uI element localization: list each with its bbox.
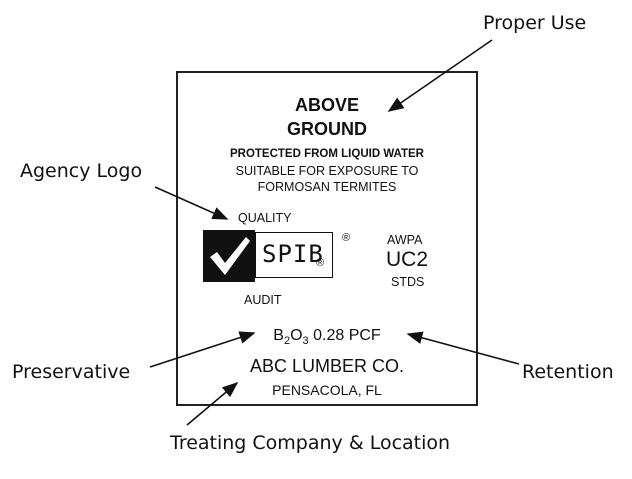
registered-mark: ®	[342, 232, 351, 244]
protected-text: PROTECTED FROM LIQUID WATER	[229, 148, 424, 160]
suitable-line-2: FORMOSAN TERMITES	[257, 180, 397, 194]
retention-value: 0.28 PCF	[308, 327, 381, 344]
audit-label: AUDIT	[244, 293, 282, 307]
preservative-retention: B2O3 0.28 PCF	[178, 327, 476, 347]
spib-registered-mark: ®	[316, 257, 325, 269]
callout-retention: Retention	[522, 361, 614, 383]
company-location: PENSACOLA, FL	[272, 382, 382, 398]
callout-agency-logo: Agency Logo	[20, 160, 143, 182]
stds-label: STDS	[391, 275, 425, 289]
use-line-2: GROUND	[287, 119, 367, 139]
callout-treating-company: Treating Company & Location	[170, 432, 451, 454]
lumber-tag: ABOVE GROUND PROTECTED FROM LIQUID WATER…	[176, 71, 478, 406]
spib-text: SPIB	[262, 240, 324, 268]
quality-label: QUALITY	[238, 211, 292, 225]
preservative-sub-2: 2	[283, 335, 291, 348]
awpa-label: AWPA	[387, 233, 423, 247]
suitable-line-1: SUITABLE FOR EXPOSURE TO	[235, 164, 419, 178]
preservative-b: B	[273, 327, 284, 344]
preservative-o: O	[290, 327, 303, 344]
use-category: UC2	[386, 248, 429, 271]
preservative-sub-3: 3	[302, 335, 309, 348]
callout-proper-use: Proper Use	[483, 12, 587, 34]
callout-preservative: Preservative	[12, 361, 131, 383]
use-line-1: ABOVE	[294, 95, 359, 115]
spib-box: SPIB ®	[255, 232, 333, 278]
agency-logo: SPIB ®	[203, 230, 335, 282]
company-name: ABC LUMBER CO.	[249, 356, 405, 376]
check-mark-icon	[203, 230, 255, 282]
